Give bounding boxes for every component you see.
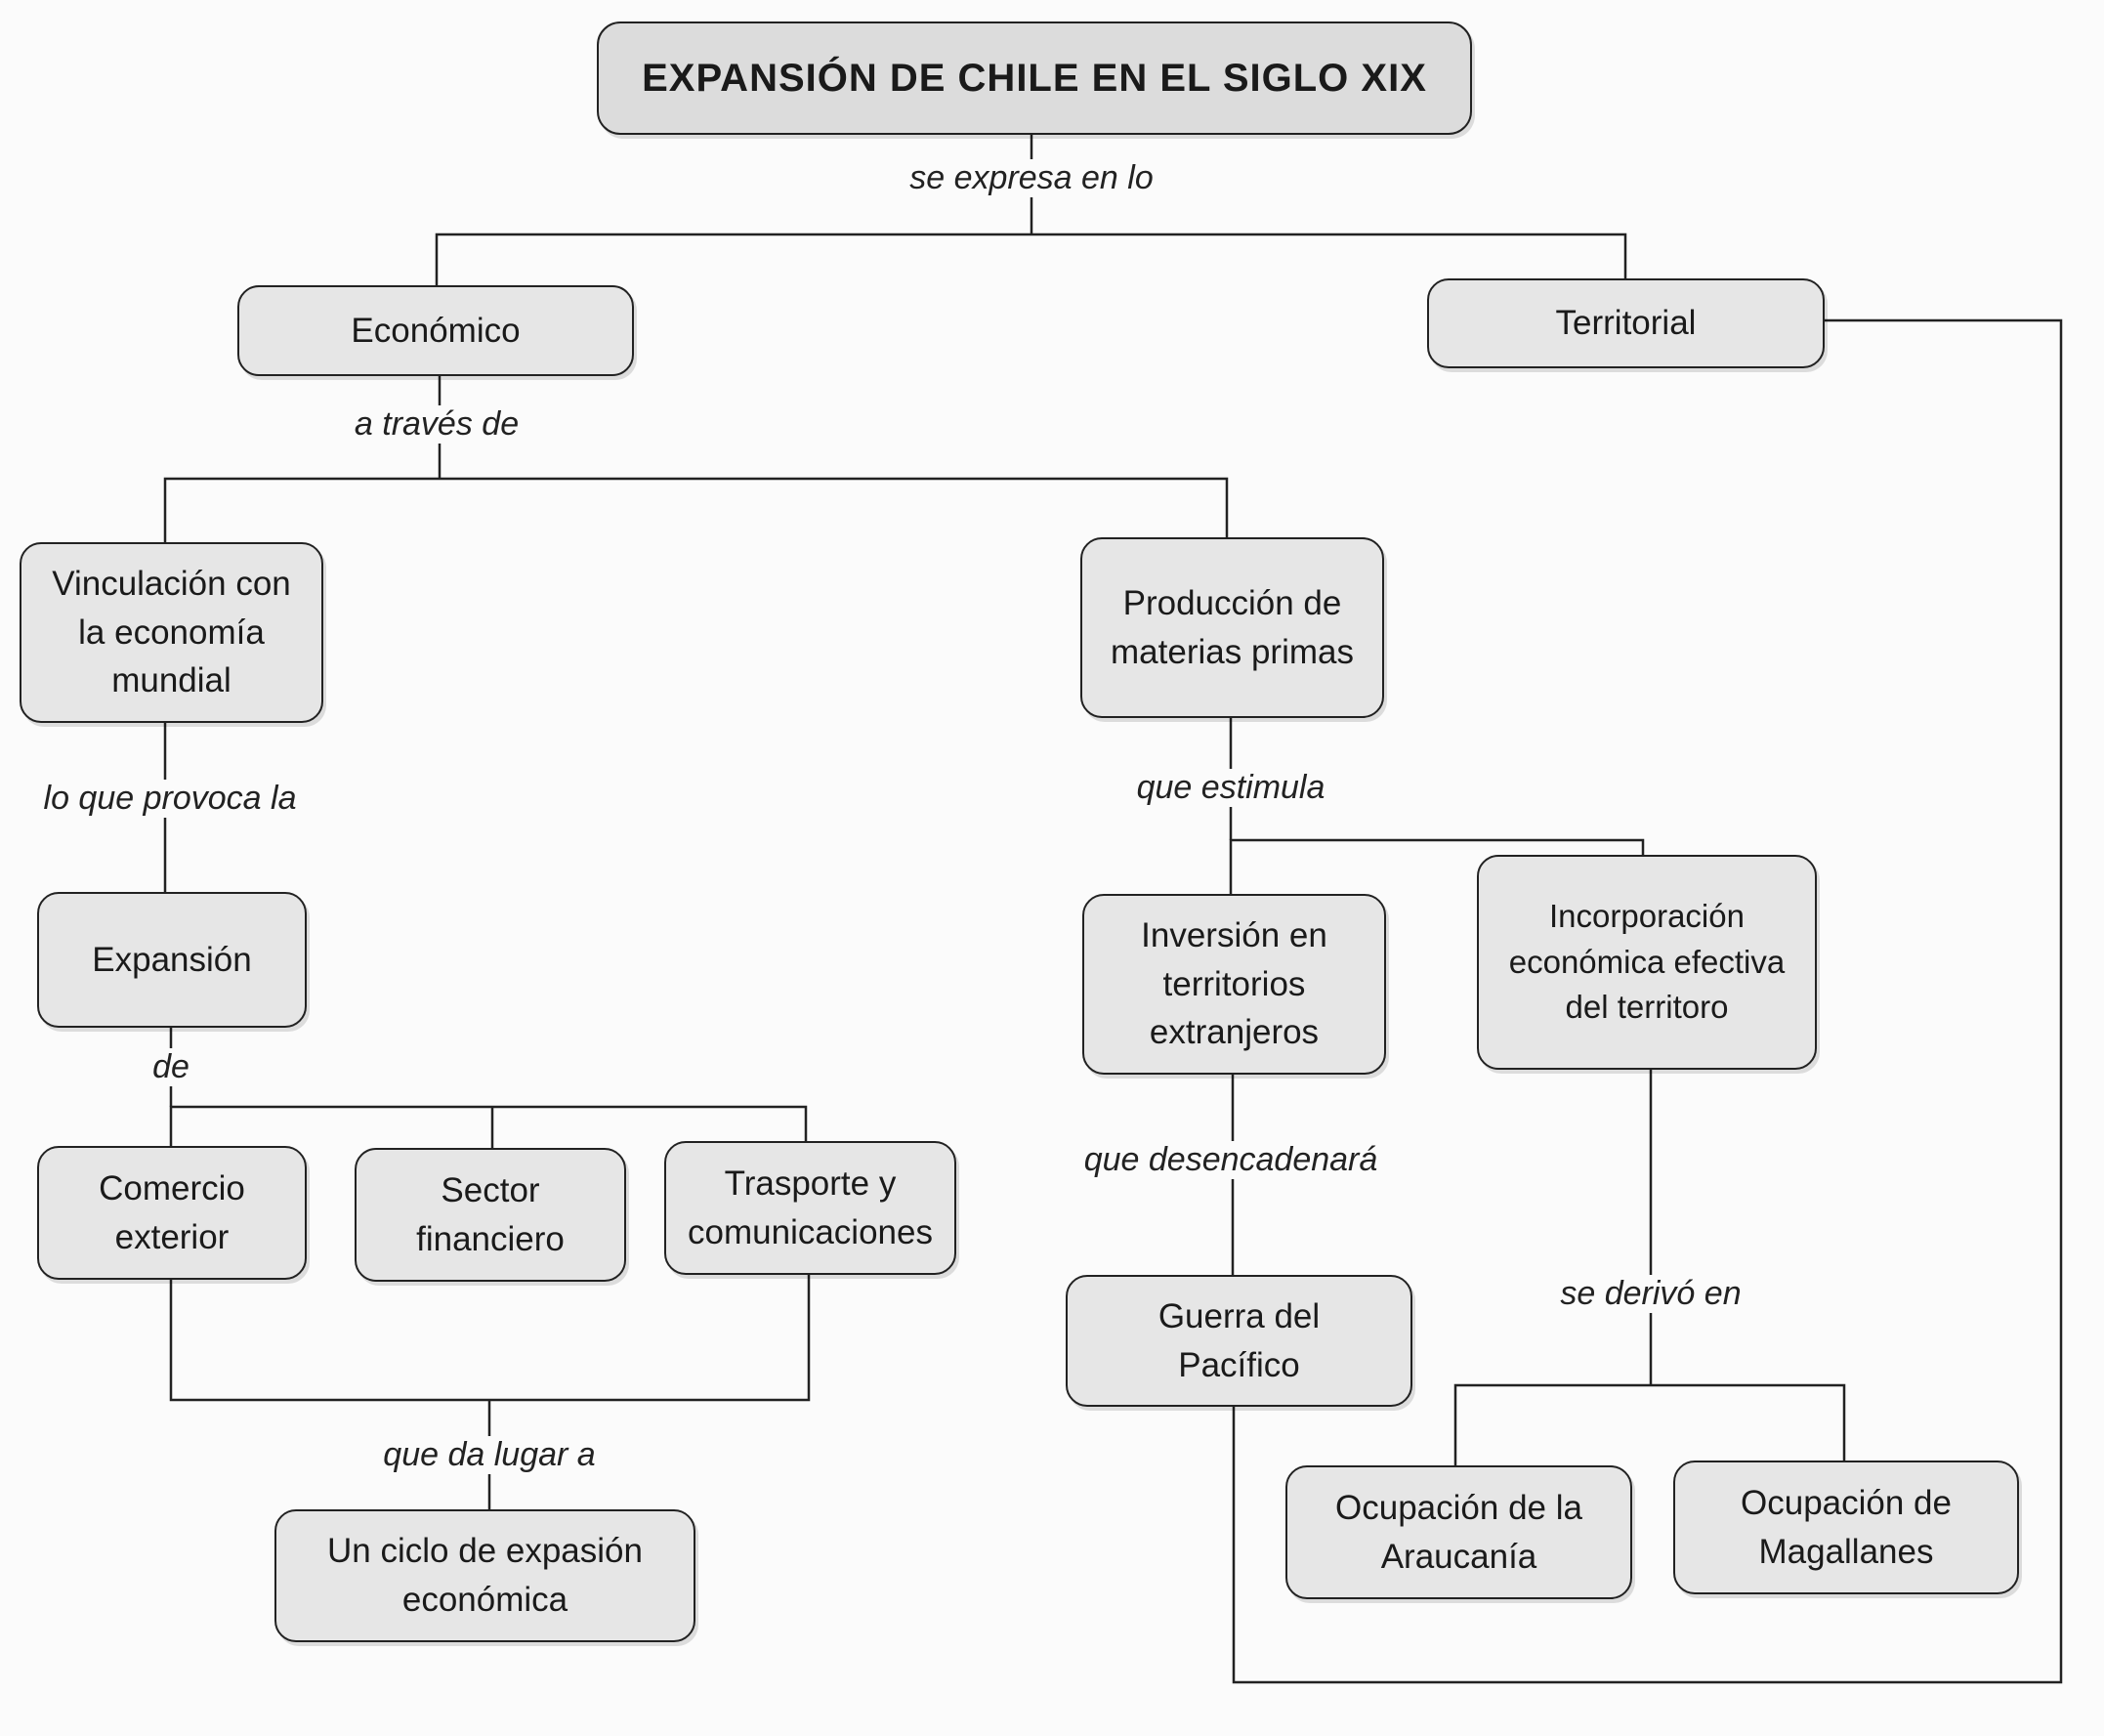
link-label-se-expresa: se expresa en lo (902, 159, 1161, 197)
node-araucania: Ocupación de la Araucanía (1285, 1465, 1632, 1599)
node-produccion: Producción de materias primas (1080, 537, 1384, 718)
node-inversion: Inversión en territorios extranjeros (1082, 894, 1386, 1075)
node-incorporacion: Incorporación económica efectiva del ter… (1477, 855, 1817, 1070)
node-comercio: Comercio exterior (37, 1146, 307, 1280)
link-label-de: de (145, 1048, 197, 1086)
node-ciclo: Un ciclo de expasión económica (274, 1509, 695, 1642)
node-trasporte: Trasporte y comunicaciones (664, 1141, 956, 1275)
link-label-que-da-lugar: que da lugar a (375, 1436, 604, 1474)
node-guerra: Guerra del Pacífico (1066, 1275, 1412, 1407)
node-magallanes: Ocupación de Magallanes (1673, 1461, 2019, 1594)
diagram-title: EXPANSIÓN DE CHILE EN EL SIGLO XIX (597, 21, 1472, 135)
node-economico: Económico (237, 285, 634, 376)
link-label-lo-que-provoca: lo que provoca la (35, 780, 305, 818)
node-territorial: Territorial (1427, 278, 1825, 368)
node-expansion: Expansión (37, 892, 307, 1028)
link-label-se-derivo: se derivó en (1552, 1275, 1749, 1313)
link-label-que-estimula: que estimula (1128, 769, 1333, 807)
link-label-a-traves: a través de (346, 405, 527, 444)
node-vinculacion: Vinculación con la economía mundial (20, 542, 323, 723)
node-sector: Sector financiero (355, 1148, 626, 1282)
link-label-que-desencadenara: que desencadenará (1075, 1141, 1386, 1179)
